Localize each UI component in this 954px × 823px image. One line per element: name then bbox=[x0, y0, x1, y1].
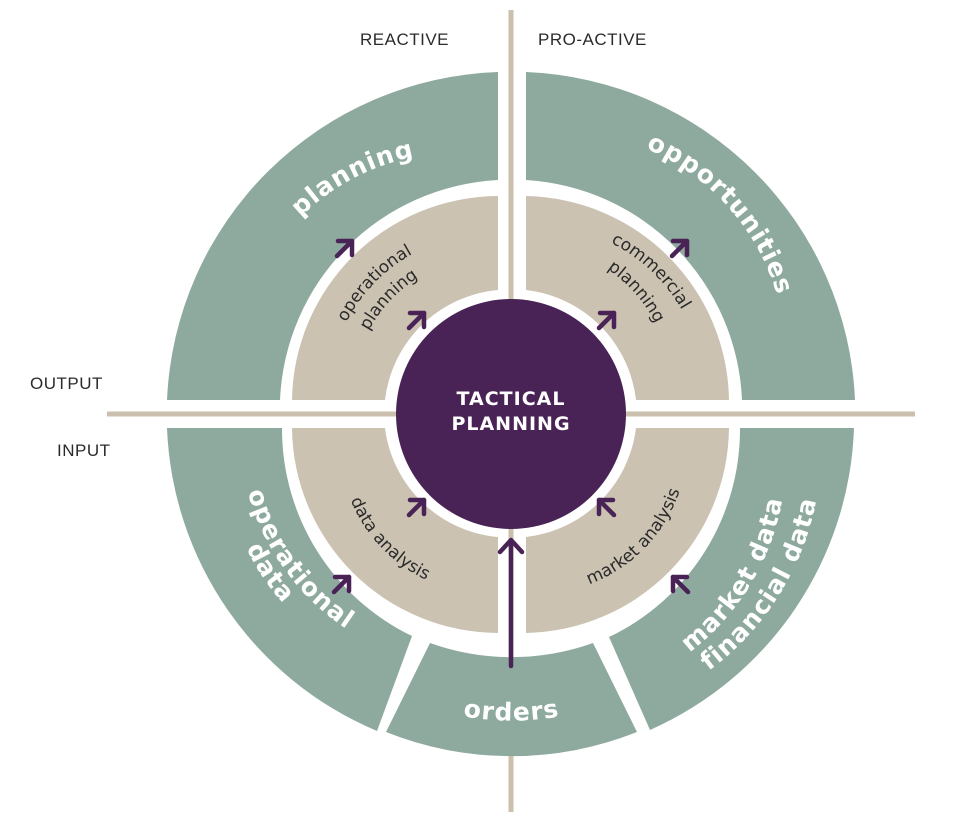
center-circle bbox=[396, 299, 626, 529]
inner-segment-operational-planning bbox=[292, 196, 498, 400]
arrow-up-right-icon bbox=[406, 497, 427, 518]
arrow-up-right-icon bbox=[669, 238, 690, 259]
outer-label-orders: orders bbox=[462, 694, 561, 727]
outer-segment-orders bbox=[386, 643, 637, 757]
arrow-up-left-icon bbox=[670, 574, 691, 595]
arrow-up-icon bbox=[497, 537, 525, 669]
arrow-up-right-icon bbox=[406, 310, 427, 331]
outer-segment-operational-data bbox=[167, 428, 412, 731]
inner-ring bbox=[292, 196, 729, 633]
inner-segment-commercial-planning bbox=[526, 196, 729, 400]
center-label-line2: PLANNING bbox=[451, 413, 570, 435]
outer-segment-opportunities bbox=[526, 72, 855, 400]
arrow-up-left-icon bbox=[596, 497, 617, 518]
arrow-up-right-icon bbox=[334, 238, 355, 259]
outer-segment-planning bbox=[167, 72, 498, 400]
inner-segment-market-analysis bbox=[526, 428, 729, 633]
outer-segment-market-financial-data bbox=[609, 428, 854, 730]
inner-segment-data-analysis bbox=[292, 428, 498, 633]
label-proactive: PRO-ACTIVE bbox=[538, 30, 647, 49]
label-reactive: REACTIVE bbox=[360, 30, 449, 49]
arrow-up-right-icon bbox=[331, 574, 352, 595]
arrows bbox=[331, 238, 691, 669]
outer-ring bbox=[167, 72, 855, 757]
label-input: INPUT bbox=[57, 441, 111, 460]
label-output: OUTPUT bbox=[30, 374, 103, 393]
center-label-line1: TACTICAL bbox=[457, 388, 566, 410]
arrow-up-right-icon bbox=[596, 310, 617, 331]
